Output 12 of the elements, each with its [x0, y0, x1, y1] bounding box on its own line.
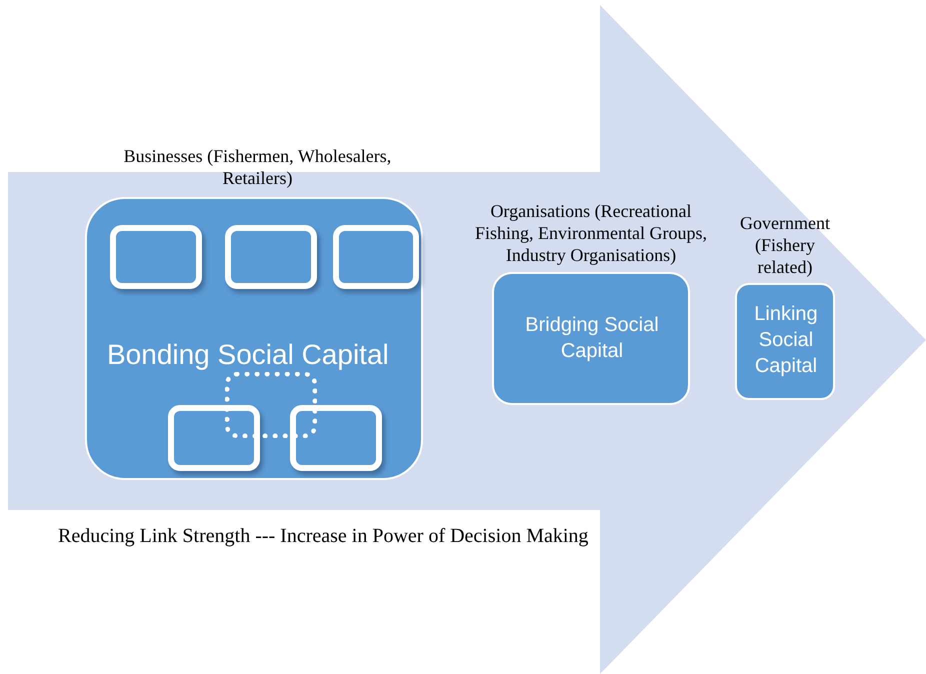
axis-note: Reducing Link Strength --- Increase in Power of Decision Making	[58, 525, 588, 547]
group-heading: Government (Fishery related)	[739, 212, 831, 278]
member-box	[110, 225, 202, 289]
member-box	[225, 225, 317, 289]
member-box	[290, 405, 382, 471]
capital-title: Bonding Social Capital	[107, 338, 390, 372]
capital-title: Bridging Social Capital	[524, 313, 660, 364]
group-heading: Businesses (Fishermen, Wholesalers, Retailers)	[122, 145, 392, 189]
member-box	[168, 405, 260, 471]
capital-title: Linking Social Capital	[753, 302, 819, 379]
member-box	[333, 225, 419, 289]
group-heading: Organisations (Recreational Fishing, Environmental Groups, Industry Organisations)	[474, 200, 708, 266]
